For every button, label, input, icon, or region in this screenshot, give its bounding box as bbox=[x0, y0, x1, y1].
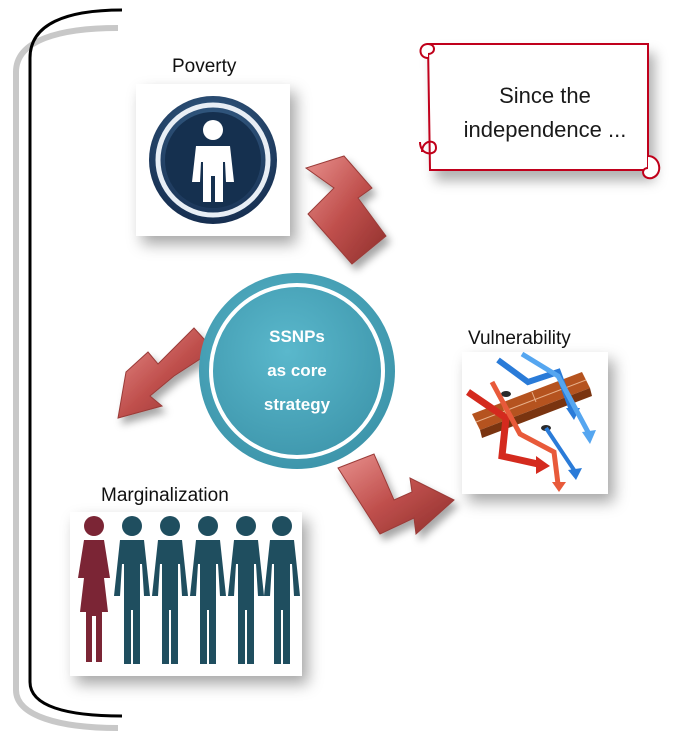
man-icon bbox=[149, 96, 277, 224]
core-text: SSNPs as core strategy bbox=[222, 296, 372, 446]
scroll-line-2: independence ... bbox=[463, 117, 627, 142]
man-figure-icon bbox=[264, 516, 300, 664]
woman-figure-icon bbox=[78, 516, 110, 662]
wall-arrows-icon bbox=[466, 351, 596, 492]
marginalization-card bbox=[70, 512, 302, 676]
vulnerability-card bbox=[462, 351, 608, 494]
man-figure-icon bbox=[152, 516, 188, 664]
man-figure-icon bbox=[114, 516, 150, 664]
man-figure-icon bbox=[228, 516, 264, 664]
man-figure-icon bbox=[190, 516, 226, 664]
poverty-label: Poverty bbox=[172, 56, 237, 77]
people-row-icon bbox=[78, 516, 300, 664]
poverty-card bbox=[136, 84, 290, 236]
vulnerability-label: Vulnerability bbox=[468, 328, 571, 349]
scroll-line-1: Since the bbox=[499, 82, 591, 108]
arrow-to-marginalization bbox=[117, 327, 215, 419]
core-line-3: strategy bbox=[263, 395, 331, 414]
core-line-2: as core bbox=[267, 361, 327, 380]
marginalization-label: Marginalization bbox=[101, 485, 229, 506]
core-circle bbox=[199, 273, 395, 469]
core-line-1: SSNPs bbox=[269, 327, 325, 346]
scroll-banner bbox=[419, 42, 661, 180]
arrow-to-poverty bbox=[304, 155, 387, 265]
arrow-to-vulnerability bbox=[337, 453, 455, 536]
scroll-text: Since the independence ... bbox=[430, 58, 660, 168]
